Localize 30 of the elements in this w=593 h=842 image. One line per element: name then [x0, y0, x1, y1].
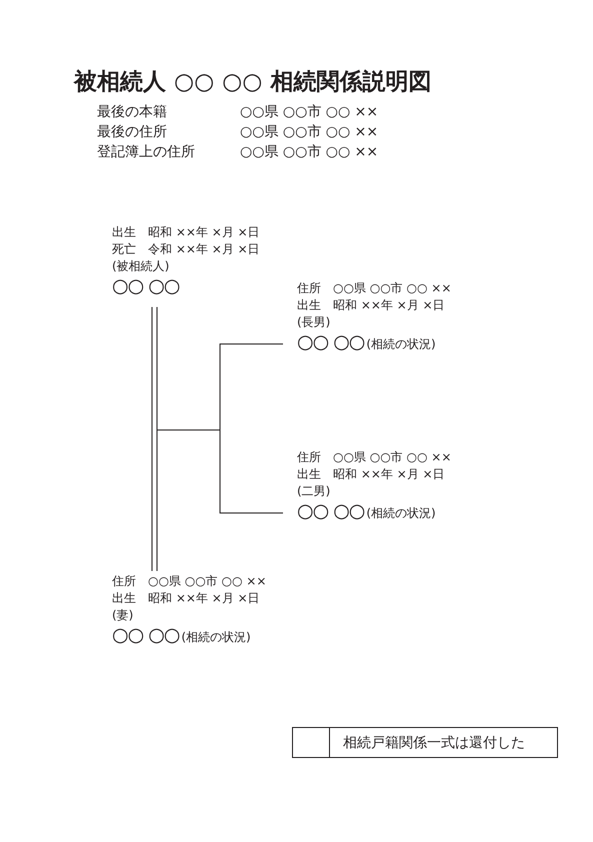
name-text: ○○ ○○ — [297, 331, 364, 353]
row-label: 最後の住所 — [97, 123, 167, 141]
info-text: 出生 昭和 ××年 ×月 ×日 — [112, 590, 261, 607]
info-text: 住所 ○○県 ○○市 ○○ ×× — [297, 280, 452, 297]
row-label: 登記簿上の住所 — [97, 143, 195, 161]
address-text: ○○県 ○○市 ○○ ×× — [240, 143, 378, 161]
note-box — [292, 727, 558, 758]
info-text: 死亡 令和 ××年 ×月 ×日 — [112, 241, 260, 258]
status-text: (相続の状況) — [181, 630, 251, 644]
info-text: 出生 昭和 ××年 ×月 ×日 — [297, 466, 446, 483]
address-text: ○○県 ○○市 ○○ ×× — [240, 123, 378, 141]
marriage-line — [152, 306, 158, 572]
relation-text: (被相続人) — [112, 258, 170, 275]
title: 被相続人 ○○ ○○ 相続関係説明図 — [74, 68, 432, 97]
note-text: 相続戸籍関係一式は還付した — [343, 734, 525, 752]
relation-text: (妻) — [112, 607, 134, 624]
relation-text: (二男) — [297, 483, 332, 500]
name-text: ○○ ○○ — [112, 624, 180, 646]
name-text: ○○ ○○ — [112, 275, 180, 297]
branch-line — [156, 430, 284, 514]
row-label: 最後の本籍 — [97, 103, 167, 121]
name-text: ○○ ○○ — [297, 500, 364, 522]
info-text: 出生 昭和 ××年 ×月 ×日 — [112, 224, 260, 241]
info-text: 住所 ○○県 ○○市 ○○ ×× — [297, 449, 452, 466]
status-text: (相続の状況) — [366, 506, 436, 520]
address-text: ○○県 ○○市 ○○ ×× — [240, 103, 378, 121]
status-text: (相続の状況) — [366, 337, 436, 351]
info-text: 出生 昭和 ××年 ×月 ×日 — [297, 297, 446, 314]
relation-text: (長男) — [297, 314, 332, 331]
info-text: 住所 ○○県 ○○市 ○○ ×× — [112, 573, 266, 590]
